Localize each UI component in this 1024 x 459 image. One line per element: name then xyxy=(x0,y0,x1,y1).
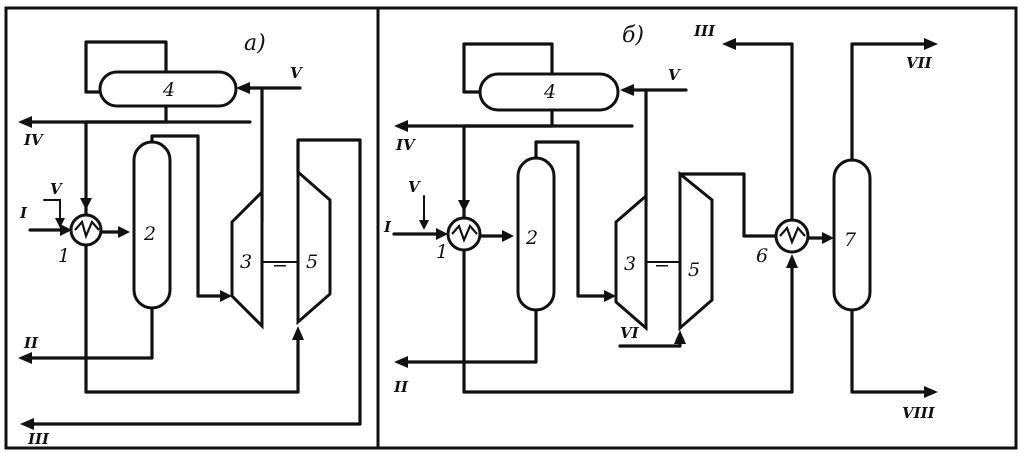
shaft-mark: = xyxy=(272,253,288,275)
return-to-hx6-arrow xyxy=(786,254,798,268)
stream-i-arrow xyxy=(60,224,72,236)
left-main-arrow xyxy=(80,198,92,210)
drum-bottom-line-b xyxy=(462,108,554,128)
unit-5-compressor-b xyxy=(678,170,714,332)
left-main-arrow-b xyxy=(458,200,470,212)
unit-2-label-b: 2 xyxy=(525,227,538,249)
unit-1-label-b: 1 xyxy=(436,241,448,263)
stream-i-arrow-b xyxy=(436,228,448,240)
unit-6-label: 6 xyxy=(756,245,768,267)
column-top-to-turbine-line xyxy=(150,134,228,298)
stream-ii-arrow-b xyxy=(394,356,408,368)
panel-a-label: a) xyxy=(244,31,266,56)
diagram-frame xyxy=(4,6,1018,450)
unit-1-coil-icon-b xyxy=(451,223,478,244)
stream-vi-arrow xyxy=(674,330,686,344)
unit-3-turbine xyxy=(230,188,264,330)
hx-to-column-arrow xyxy=(118,226,130,238)
unit-3-label: 3 xyxy=(240,251,252,273)
drum-top-loop xyxy=(84,40,168,94)
unit-6-coil-icon xyxy=(779,225,806,246)
stream-iii-arrow xyxy=(20,418,34,430)
stream-iv-label: IV xyxy=(23,131,44,149)
stream-v-feed-label-b: V xyxy=(408,178,421,196)
stream-v-feed-arrow-b xyxy=(419,220,429,230)
stream-iii-label-b: III xyxy=(693,22,716,40)
stream-v-top-arrow-b xyxy=(620,84,634,96)
unit-4-label-b: 4 xyxy=(543,81,556,103)
panel-a: a) 4 IV V 1 I V xyxy=(18,31,362,448)
unit-5-compressor xyxy=(296,168,332,326)
stream-iv-arrow-b xyxy=(394,120,408,132)
hx6-to-column7-arrow xyxy=(822,232,834,244)
stream-v-feed-label: V xyxy=(50,180,63,198)
stream-i-label-b: I xyxy=(383,218,392,236)
stream-vii-label: VII xyxy=(906,54,933,72)
column-to-turbine-arrow-b xyxy=(604,290,616,302)
panel-b: б) 4 IV V 1 I V xyxy=(383,22,938,422)
stream-viii-label: VIII xyxy=(902,404,936,422)
stream-viii-arrow xyxy=(924,386,938,398)
stream-v-feed-arrow xyxy=(55,218,65,228)
shaft-mark-b: = xyxy=(654,253,670,275)
stream-v-feed-line xyxy=(43,199,61,225)
unit-1-coil-icon xyxy=(74,219,100,240)
compressor-to-hx6-line xyxy=(678,172,778,238)
stream-ii-label: II xyxy=(23,334,39,352)
stream-vi-label: VI xyxy=(620,324,640,342)
stream-vii-line xyxy=(850,42,932,162)
unit-4-label: 4 xyxy=(162,79,175,101)
unit-1-label: 1 xyxy=(58,245,70,267)
stream-ii-arrow xyxy=(18,352,32,364)
stream-v-top-label-b: V xyxy=(668,66,681,84)
stream-ii-line xyxy=(24,306,154,360)
stream-v-top-arrow xyxy=(236,82,250,94)
panel-b-label: б) xyxy=(622,23,644,48)
unit-3-turbine-b xyxy=(614,192,648,332)
unit-4-drum xyxy=(98,70,238,108)
stream-ii-label-b: II xyxy=(393,378,409,396)
stream-i-label: I xyxy=(19,204,28,222)
stream-iii-label: III xyxy=(27,430,50,448)
unit-2-label: 2 xyxy=(143,223,156,245)
return-to-hx6-line xyxy=(462,264,794,394)
stream-iii-arrow-b xyxy=(722,38,736,50)
unit-7-label: 7 xyxy=(844,229,857,251)
stream-vii-arrow xyxy=(924,38,938,50)
return-to-compressor-arrow xyxy=(292,326,304,340)
stream-iii-line xyxy=(26,138,362,426)
stream-iv-arrow xyxy=(18,116,32,128)
stream-viii-line xyxy=(850,308,932,394)
unit-3-label-b: 3 xyxy=(624,253,636,275)
unit-5-label: 5 xyxy=(306,251,318,273)
stream-v-top-label: V xyxy=(290,64,303,82)
hx-to-column-arrow-b xyxy=(502,230,514,242)
drum-bottom-line xyxy=(84,104,168,124)
drum-top-loop-b xyxy=(462,42,554,94)
unit-5-label-b: 5 xyxy=(688,259,700,281)
stream-ii-line-b xyxy=(400,308,538,364)
return-to-compressor-line xyxy=(84,332,300,394)
column-top-to-turbine-line-b xyxy=(534,140,612,298)
column-to-turbine-arrow xyxy=(220,290,232,302)
stream-iii-line-b xyxy=(728,42,794,222)
stream-iv-label-b: IV xyxy=(395,136,416,154)
